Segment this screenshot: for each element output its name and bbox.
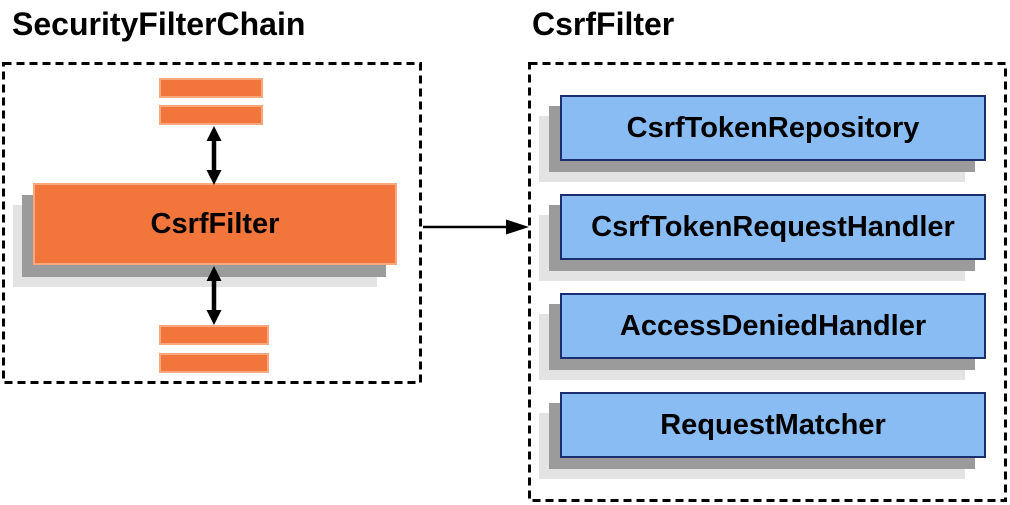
component-box-csrf-token-request-handler: CsrfTokenRequestHandler: [560, 194, 986, 260]
csrf-filter-box: CsrfFilter: [33, 183, 397, 265]
filter-bar-icon: [159, 78, 263, 98]
security-filter-chain-title: SecurityFilterChain: [12, 6, 306, 42]
filter-bar-icon: [159, 105, 263, 125]
component-label: AccessDeniedHandler: [619, 309, 927, 342]
filter-bar-icon: [159, 325, 269, 345]
component-box-csrf-token-repository: CsrfTokenRepository: [560, 95, 986, 161]
bidirectional-arrow-bottom: [206, 266, 222, 325]
csrf-filter-panel-title: CsrfFilter: [532, 6, 675, 42]
filter-bar-icon: [159, 353, 269, 373]
component-label: CsrfTokenRepository: [626, 111, 920, 144]
component-box-access-denied-handler: AccessDeniedHandler: [560, 293, 986, 359]
component-label: RequestMatcher: [660, 408, 886, 441]
bidirectional-arrow-top: [206, 126, 222, 185]
component-label: CsrfTokenRequestHandler: [591, 210, 955, 243]
csrf-filter-box-label: CsrfFilter: [150, 207, 280, 240]
csrf-filter-to-components-arrow: [423, 219, 529, 235]
component-box-request-matcher: RequestMatcher: [560, 392, 986, 458]
